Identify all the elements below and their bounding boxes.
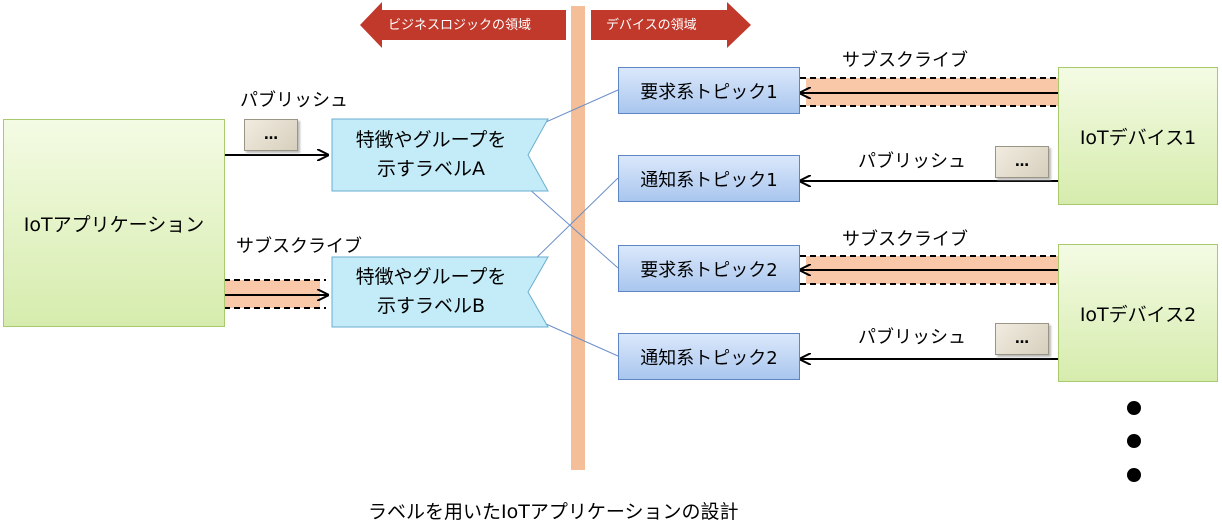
topic-request-1: 要求系トピック1	[618, 67, 800, 114]
iot-application-box: IoTアプリケーション	[3, 119, 225, 327]
label-b-line2: 示すラベルB	[376, 295, 486, 317]
label-b-shape	[331, 256, 549, 328]
iot-device-1-label: IoTデバイス1	[1079, 126, 1197, 149]
label-a: 特徴やグループを 示すラベルA	[336, 126, 526, 184]
label-a-line1: 特徴やグループを	[355, 129, 507, 151]
business-region-label: ビジネスロジックの領域	[388, 18, 532, 33]
business-region-arrow	[360, 2, 566, 48]
topic-notify-2-label: 通知系トピック2	[640, 347, 778, 369]
label-a-shape	[331, 118, 549, 192]
iot-device-2-label: IoTデバイス2	[1079, 303, 1197, 326]
label-b: 特徴やグループを 示すラベルB	[336, 263, 526, 321]
topic-notify-2: 通知系トピック2	[618, 333, 800, 380]
topic-request-1-label: 要求系トピック1	[640, 81, 778, 103]
topic-notify-1-label: 通知系トピック1	[640, 169, 778, 191]
dev2-subscribe-label: サブスクライブ	[842, 229, 968, 250]
domain-divider	[571, 6, 585, 470]
dev1-message-icon: …	[995, 146, 1049, 178]
dev1-subscribe-label: サブスクライブ	[842, 50, 968, 71]
device-region-arrow	[591, 2, 751, 48]
dev1-publish-label: パブリッシュ	[858, 151, 966, 172]
iot-device-2-box: IoTデバイス2	[1058, 244, 1218, 382]
label-a-line2: 示すラベルA	[377, 158, 485, 180]
link-labelB-topic2	[527, 177, 619, 267]
topic-notify-1: 通知系トピック1	[618, 155, 800, 202]
iot-device-1-box: IoTデバイス1	[1058, 67, 1218, 205]
iot-application-label: IoTアプリケーション	[23, 213, 205, 236]
dev2-message-icon: …	[995, 323, 1049, 355]
more-devices-dot-2	[1127, 434, 1141, 448]
app-subscribe-label: サブスクライブ	[236, 236, 362, 257]
label-b-line1: 特徴やグループを	[355, 266, 507, 288]
app-message-icon: …	[244, 119, 298, 151]
diagram-caption: ラベルを用いたIoTアプリケーションの設計	[368, 501, 739, 523]
app-publish-label: パブリッシュ	[240, 90, 348, 111]
more-devices-dot-3	[1127, 468, 1141, 482]
link-labelA-topic3	[527, 187, 619, 269]
topic-request-2: 要求系トピック2	[618, 245, 800, 292]
topic-request-2-label: 要求系トピック2	[640, 259, 778, 281]
device-region-label: デバイスの領域	[606, 18, 697, 33]
dev2-publish-label: パブリッシュ	[858, 327, 966, 348]
more-devices-dot-1	[1127, 401, 1141, 415]
